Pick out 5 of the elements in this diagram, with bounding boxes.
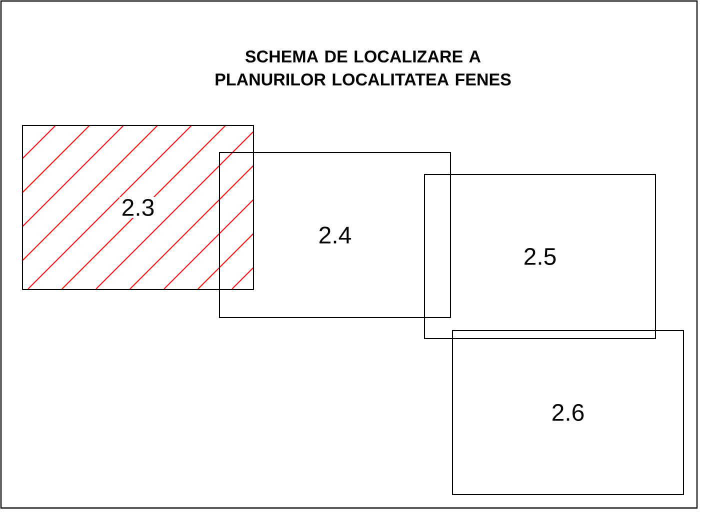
- title: SCHEMA DE LOCALIZARE A PLANURILOR LOCALITATEA FENES: [216, 50, 511, 86]
- plan-box: 2.3: [22, 125, 254, 290]
- plan-box: 2.4: [219, 152, 451, 318]
- plan-box: 2.5: [424, 174, 656, 339]
- plan-box: 2.6: [452, 330, 684, 495]
